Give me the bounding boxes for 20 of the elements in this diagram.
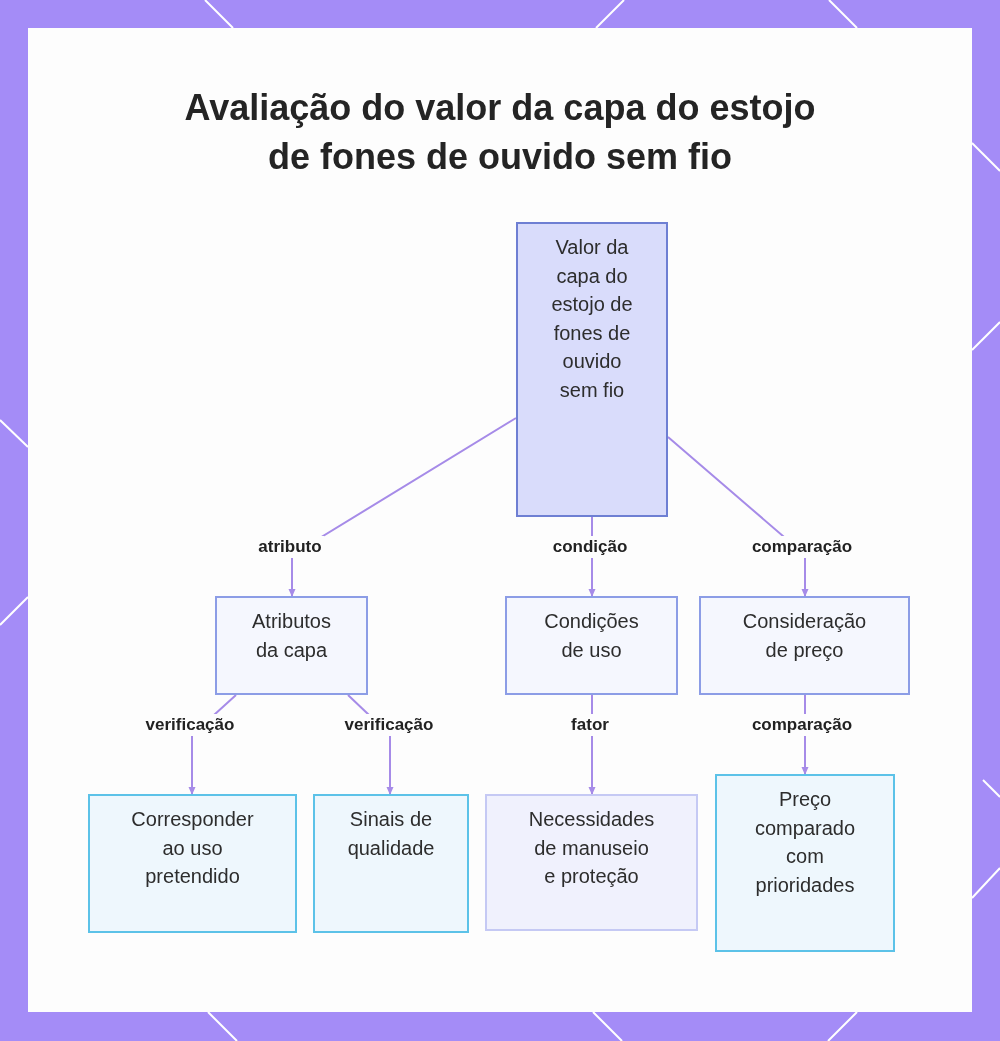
detail-box <box>313 794 469 933</box>
detail-box <box>485 794 698 931</box>
node-text: Condições de uso <box>543 609 640 663</box>
node-text: Valor da capa do estojo de fones de ouvido sem fio <box>550 235 634 403</box>
node-text: Corresponder ao uso pretendido <box>130 807 255 889</box>
detail-box <box>715 774 895 952</box>
node-text: Consideração de preço <box>741 609 868 663</box>
category-box <box>699 596 910 695</box>
node-text: Atributos da capa <box>251 609 332 663</box>
node-text: Sinais de qualidade <box>346 807 436 861</box>
edge-label: atributo <box>255 536 325 558</box>
category-box <box>505 596 678 695</box>
detail-box <box>88 794 297 933</box>
topic-box <box>516 222 668 517</box>
connector-arrow <box>288 417 517 597</box>
category-box <box>215 596 368 695</box>
edge-label: fator <box>568 714 612 736</box>
diagram-title: Avaliação do valor da capa do estojo de fones de ouvido sem fio <box>183 86 817 179</box>
node-text: Necessidades de manuseio e proteção <box>527 807 656 889</box>
node-text: Preço comparado com prioridades <box>753 787 857 898</box>
